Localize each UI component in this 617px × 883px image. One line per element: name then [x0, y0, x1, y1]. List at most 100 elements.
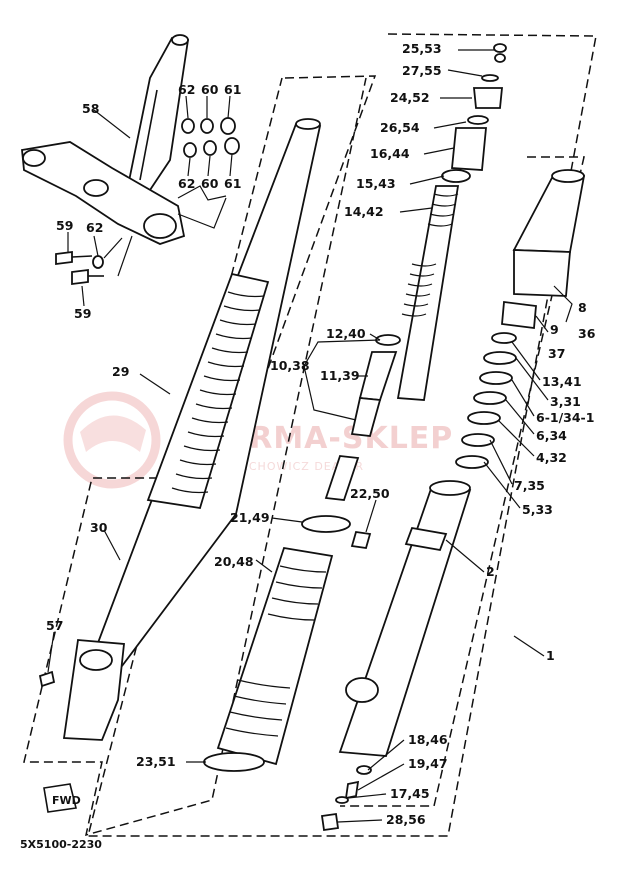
label-9: 9: [550, 322, 559, 337]
o-ring-27-55: [481, 74, 499, 82]
bracket-stem-boss: [83, 179, 109, 197]
label-60-upper: 60: [201, 82, 219, 97]
axle-boss-right: [345, 677, 379, 703]
label-58: 58: [82, 101, 99, 116]
bush-5-33: [455, 455, 489, 469]
frame-left-tube: [23, 75, 377, 837]
axle-boss-left: [79, 649, 113, 671]
label-7-35: 7,35: [514, 478, 545, 493]
washer-60-lower: [203, 140, 217, 156]
boot-20-48-ribs: [225, 565, 327, 737]
bolt-57: [38, 670, 56, 688]
label-61-upper: 61: [224, 82, 241, 97]
washer-62-upper: [181, 118, 195, 134]
inner-tube-top: [295, 118, 321, 130]
steering-stem: [126, 37, 190, 191]
dust-boot-20-48: [216, 546, 334, 766]
label-22-50: 22,50: [350, 486, 390, 501]
label-8: 8: [578, 300, 587, 315]
label-30: 30: [90, 520, 108, 535]
label-62-upper: 62: [178, 82, 195, 97]
watermark-logo: [63, 391, 161, 489]
washer-62-bolt: [92, 255, 104, 269]
seal-3-31: [483, 351, 517, 365]
label-10-38: 10,38: [270, 358, 310, 373]
label-26-54: 26,54: [380, 120, 420, 135]
inner-tube-assembly: [38, 118, 322, 741]
clamp-23-51: [203, 752, 265, 772]
washer-18-46: [356, 765, 372, 775]
fwd-arrow-icon: FWD: [43, 783, 81, 813]
label-57: 57: [46, 618, 63, 633]
label-14-42: 14,42: [344, 204, 384, 219]
washer-62-lower: [183, 142, 197, 158]
label-4-32: 4,32: [536, 450, 567, 465]
bolt-25-53: [493, 43, 507, 53]
fork-spring-coils: [401, 193, 459, 317]
fwd-label: FWD: [52, 794, 81, 807]
label-23-51: 23,51: [136, 754, 176, 769]
label-61-lower: 61: [224, 176, 241, 191]
stem-top-nut: [171, 34, 189, 46]
label-36: 36: [578, 326, 596, 341]
label-28-56: 28,56: [386, 812, 426, 827]
label-6-1-34-1: 6-1/34-1: [536, 410, 594, 425]
label-62-lower: 62: [178, 176, 195, 191]
bush-9-37: [501, 300, 537, 330]
diagram-code: 5X5100-2230: [20, 838, 102, 851]
seat-15-43: [441, 169, 471, 183]
label-6-34: 6,34: [536, 428, 567, 443]
watermark-brand: ARMA-SKLEP: [225, 421, 453, 456]
label-2: 2: [486, 564, 495, 579]
drain-bolt-19-47: [344, 780, 360, 800]
bracket-clamp-right: [143, 213, 177, 239]
bracket-clamp-left: [22, 149, 46, 167]
outer-tube-top: [429, 480, 471, 496]
label-59-lower: 59: [74, 306, 91, 321]
clip-6-34: [473, 391, 507, 405]
damper-assembly: [203, 43, 507, 772]
washer-17-45: [335, 796, 349, 804]
fork-tube-top: [551, 169, 585, 183]
stem-shade: [139, 89, 158, 181]
boot-ribs: [171, 291, 265, 494]
frame-right-outer-tube: [340, 156, 585, 807]
label-20-48: 20,48: [214, 554, 254, 569]
bolt-28-56: [320, 812, 340, 832]
o-ring-26-54: [467, 115, 489, 125]
label-12-40: 12,40: [326, 326, 366, 341]
watermark: ARMA-SKLEP CIECHOWICZ DEALER: [63, 391, 453, 489]
label-59-upper: 59: [56, 218, 73, 233]
label-21-49: 21,49: [230, 510, 270, 525]
label-60-lower: 60: [201, 176, 219, 191]
bolt-guide-lines: [103, 235, 133, 277]
watermark-tagline: CIECHOWICZ DEALER: [228, 460, 364, 473]
damper-rod-14-42: [396, 185, 460, 401]
bolt-59-upper-shank: [71, 255, 93, 258]
ring-13-41: [491, 332, 517, 344]
label-15-43: 15,43: [356, 176, 396, 191]
nut-61-lower: [224, 137, 240, 155]
outer-tube-band-2: [404, 526, 448, 552]
seal-21-49: [301, 515, 351, 533]
label-13-41: 13,41: [542, 374, 582, 389]
bolt-59-upper: [55, 250, 73, 266]
leader-lines: [47, 49, 573, 823]
bush-7-35: [461, 433, 495, 447]
label-1: 1: [546, 648, 555, 663]
dust-boot-29: [146, 272, 270, 510]
outer-tube: [338, 485, 472, 757]
label-3-31: 3,31: [550, 394, 581, 409]
steering-stem-assembly: [21, 34, 240, 286]
washer-guide-lines: [177, 185, 227, 229]
label-29: 29: [112, 364, 129, 379]
washer-25-53: [494, 53, 506, 63]
cap-bolt-24-52: [473, 87, 503, 109]
label-37: 37: [548, 346, 565, 361]
label-27-55: 27,55: [402, 63, 442, 78]
fork-tube-8-36: [512, 173, 586, 253]
label-11-39: 11,39: [320, 368, 360, 383]
washer-60-upper: [200, 118, 214, 134]
nut-61-upper: [220, 117, 236, 135]
